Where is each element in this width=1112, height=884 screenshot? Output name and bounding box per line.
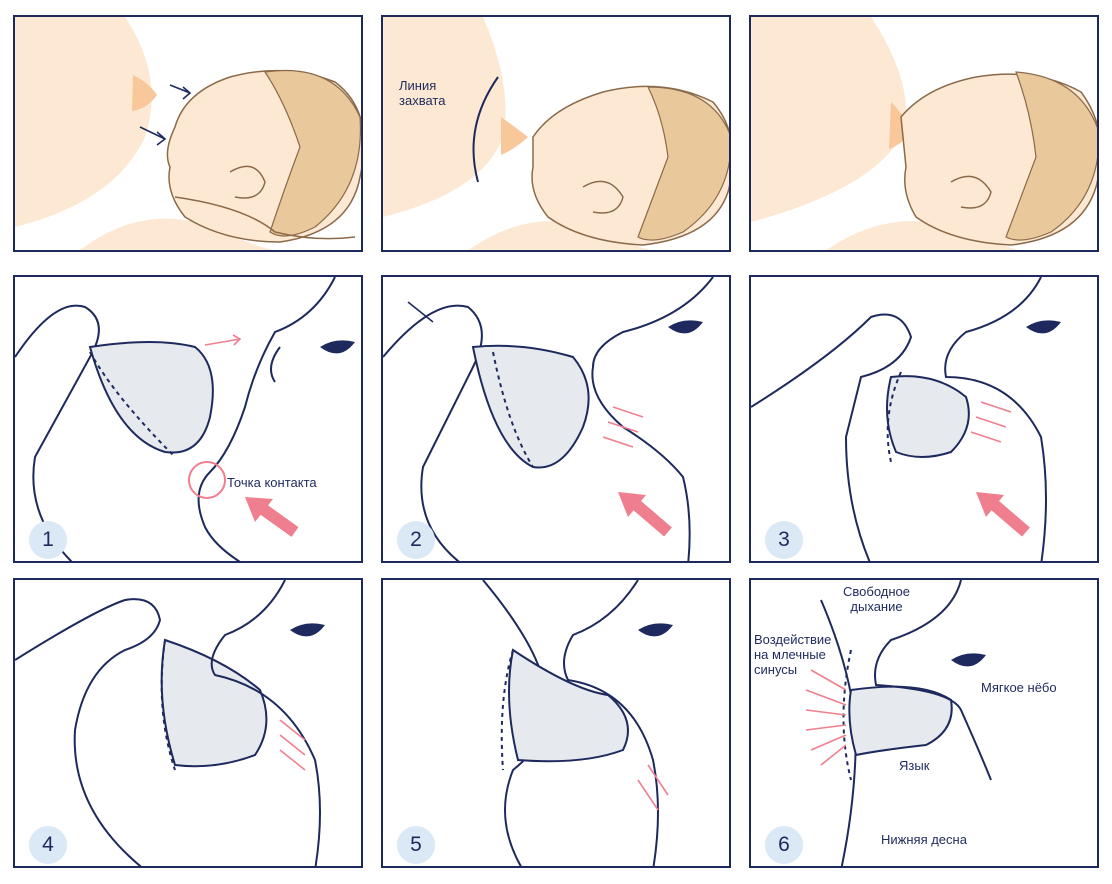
panel-latch-line [381, 15, 731, 252]
step-badge-3: 3 [765, 521, 803, 559]
panel-step-3: 3 [749, 275, 1099, 563]
free-breathing-label: Свободное дыхание [843, 584, 910, 614]
arrow-icon [139, 84, 192, 146]
eye-icon [320, 340, 355, 354]
tongue-label: Язык [899, 758, 930, 773]
lower-gum-label: Нижняя десна [881, 832, 967, 847]
eye-icon [951, 653, 986, 667]
step-badge-4: 4 [29, 826, 67, 864]
panel-step-6: Свободное дыхание Воздействие на млечные… [749, 578, 1099, 868]
panel-step-5: 5 [381, 578, 731, 868]
milk-sinuses-label: Воздействие на млечные синусы [754, 632, 832, 677]
panel-step-2: 2 [381, 275, 731, 563]
step-4-illustration [15, 580, 325, 866]
baby-latched-illustration [751, 17, 1097, 250]
eye-icon [668, 320, 703, 334]
panel-step-1: Точка контакта 1 [13, 275, 363, 563]
panel-latched [749, 15, 1099, 252]
step-6-illustration [805, 580, 992, 866]
contact-point-label: Точка контакта [227, 475, 317, 490]
step-badge-5: 5 [397, 826, 435, 864]
eye-icon [1026, 320, 1061, 334]
soft-palate-label: Мягкое нёбо [981, 680, 1057, 695]
step-5-illustration [482, 580, 673, 866]
baby-approach-illustration [15, 17, 361, 250]
contact-circle-icon [188, 461, 226, 499]
step-3-illustration [751, 277, 1061, 561]
step-badge-1: 1 [29, 521, 67, 559]
step-1-illustration [15, 277, 355, 561]
step-2-illustration [383, 277, 714, 561]
panel-approach [13, 15, 363, 252]
latch-line-label: Линия захвата [399, 78, 446, 108]
panel-step-4: 4 [13, 578, 363, 868]
step-badge-6: 6 [765, 826, 803, 864]
step-badge-2: 2 [397, 521, 435, 559]
eye-icon [290, 623, 325, 637]
baby-latch-line-illustration [383, 17, 729, 250]
eye-icon [638, 623, 673, 637]
